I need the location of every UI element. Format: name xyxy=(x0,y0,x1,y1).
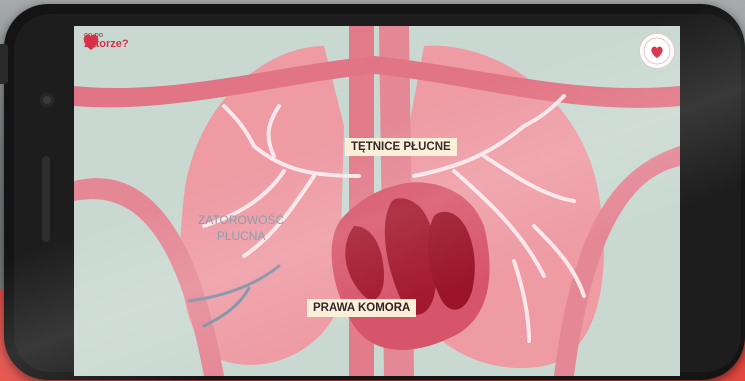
seal-icon xyxy=(639,33,675,69)
label-pulmonary-embolism: ZATOROWOŚĆ PŁUCNA xyxy=(198,212,284,244)
label-pulmonary-arteries: TĘTNICE PŁUCNE xyxy=(345,138,457,156)
seal-heart-icon xyxy=(640,34,674,68)
anatomy-illustration xyxy=(74,26,680,376)
phone-screen: co po zatorze? TĘTNICE PŁUCNE PRAWA KOMO… xyxy=(74,26,680,376)
phone-speaker xyxy=(42,156,50,242)
phone-side-button xyxy=(0,44,8,84)
heart-logo-icon xyxy=(81,32,101,52)
brand-logo: co po zatorze? xyxy=(81,32,129,50)
label-embolism-line2: PŁUCNA xyxy=(198,228,284,244)
smartphone: co po zatorze? TĘTNICE PŁUCNE PRAWA KOMO… xyxy=(4,4,745,380)
label-right-ventricle: PRAWA KOMORA xyxy=(307,299,416,317)
label-embolism-line1: ZATOROWOŚĆ xyxy=(198,212,284,228)
front-camera xyxy=(40,93,54,107)
